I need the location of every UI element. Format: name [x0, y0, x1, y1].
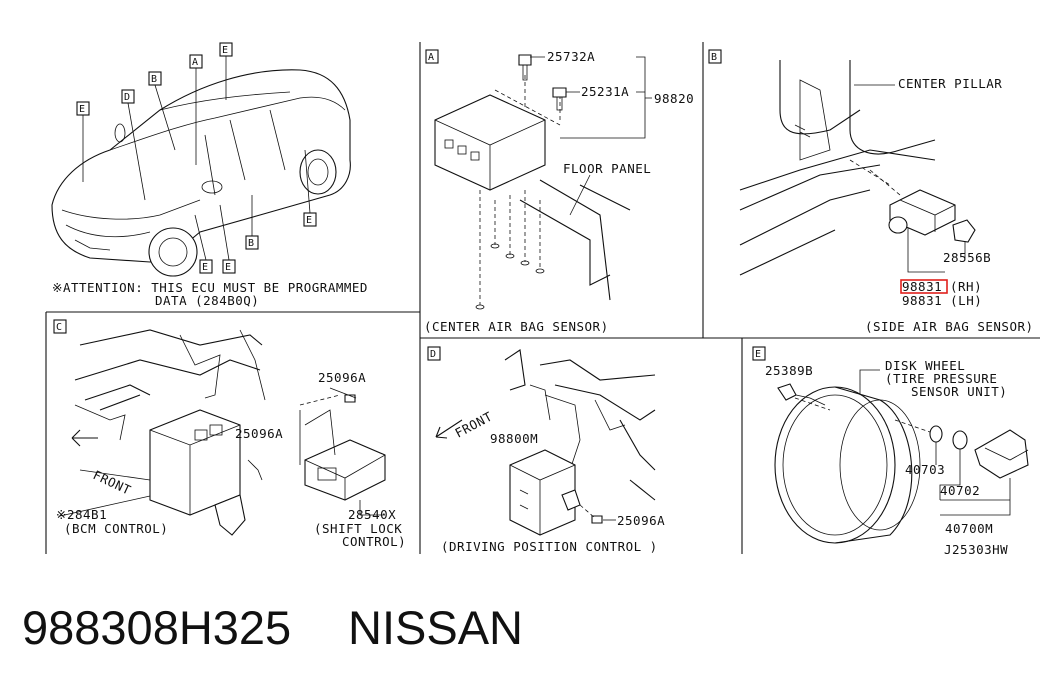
callout-e-bottom1	[194, 214, 213, 274]
panel-tag-d-box	[427, 346, 441, 361]
sensor-unit-label: SENSOR UNIT)	[911, 384, 1007, 399]
tire-pressure-label: (TIRE PRESSURE	[885, 371, 997, 386]
part-98800m: 98800M	[490, 431, 538, 446]
bcm-caption: (BCM CONTROL)	[64, 521, 168, 536]
panel-tag-c-box	[53, 319, 67, 334]
callout-e-left	[76, 101, 90, 182]
vehicle-overview-illustration	[51, 69, 351, 277]
panel-tag-a: A	[428, 52, 434, 63]
part-98820: 98820	[654, 91, 694, 106]
part-98831-rh-suffix: (RH)	[950, 279, 982, 294]
driving-position-caption: (DRIVING POSITION CONTROL )	[441, 539, 658, 554]
highlight-98831	[900, 279, 948, 294]
part-98831-rh: 98831	[902, 279, 942, 294]
callout-label-d: D	[124, 92, 130, 103]
callout-b-left	[148, 71, 176, 151]
shift-lock-caption-2: CONTROL)	[342, 534, 406, 549]
attention-note: ※ATTENTION: THIS ECU MUST BE PROGRAMMED	[52, 280, 368, 295]
attention-note-line2: DATA (284B0Q)	[155, 293, 259, 308]
side-airbag-sensor-illustration	[739, 60, 976, 276]
floor-panel-label: FLOOR PANEL	[563, 161, 651, 176]
brand-name: NISSAN	[348, 601, 523, 654]
callout-label-b: B	[151, 74, 157, 85]
panel-tag-d: D	[430, 349, 436, 360]
callout-label-e: E	[222, 45, 228, 56]
part-28556b: 28556B	[943, 250, 991, 265]
front-arrow-label-c: FRONT	[91, 467, 134, 498]
callout-label-e: E	[306, 215, 312, 226]
callout-label-e: E	[79, 104, 85, 115]
callout-label-a: A	[192, 57, 198, 68]
callout-label-e: E	[202, 262, 208, 273]
callout-e-right	[303, 149, 317, 227]
callout-e-top	[219, 42, 233, 100]
part-40702: 40702	[940, 483, 980, 498]
callout-label-b: B	[248, 238, 254, 249]
front-arrow-label-d: FRONT	[452, 409, 494, 441]
panel-tag-b: B	[711, 52, 717, 63]
callout-label-e: E	[225, 262, 231, 273]
part-25732a: 25732A	[547, 49, 595, 64]
part-25096a-d: 25096A	[617, 513, 665, 528]
callout-b-right	[245, 195, 259, 250]
callout-e-bottom2	[219, 204, 236, 274]
part-25231a: 25231A	[581, 84, 629, 99]
callout-d	[121, 89, 146, 201]
part-284b1: ※284B1	[56, 507, 107, 522]
part-40700m: 40700M	[945, 521, 993, 536]
center-airbag-caption: (CENTER AIR BAG SENSOR)	[424, 319, 609, 334]
part-98831-lh: 98831 (LH)	[902, 293, 982, 308]
callout-a	[189, 54, 203, 165]
bcm-illustration	[59, 329, 386, 536]
part-40703: 40703	[905, 462, 945, 477]
panel-tag-c: C	[56, 322, 62, 333]
center-airbag-sensor-illustration	[434, 54, 652, 310]
side-airbag-caption: (SIDE AIR BAG SENSOR)	[865, 319, 1034, 334]
overview-callouts	[76, 42, 317, 274]
part-25389b: 25389B	[765, 363, 813, 378]
part-25096a-c2: 25096A	[235, 426, 283, 441]
panel-tag-e: E	[755, 349, 761, 360]
panel-tag-e-box	[752, 346, 766, 361]
part-25096a-c1: 25096A	[318, 370, 366, 385]
tire-pressure-sensor-illustration	[774, 369, 1029, 544]
drawing-code: J25303HW	[944, 542, 1008, 557]
shift-lock-caption-1: (SHIFT LOCK	[314, 521, 402, 536]
panel-tag-a-box	[425, 49, 439, 64]
center-pillar-label: CENTER PILLAR	[898, 76, 1002, 91]
panel-tag-b-box	[708, 49, 722, 64]
part-28540x: 28540X	[348, 507, 396, 522]
disk-wheel-label: DISK WHEEL	[885, 358, 965, 373]
driving-position-control-illustration	[435, 349, 656, 536]
part-number: 988308H325	[22, 601, 292, 654]
panel-frames	[45, 42, 1040, 554]
